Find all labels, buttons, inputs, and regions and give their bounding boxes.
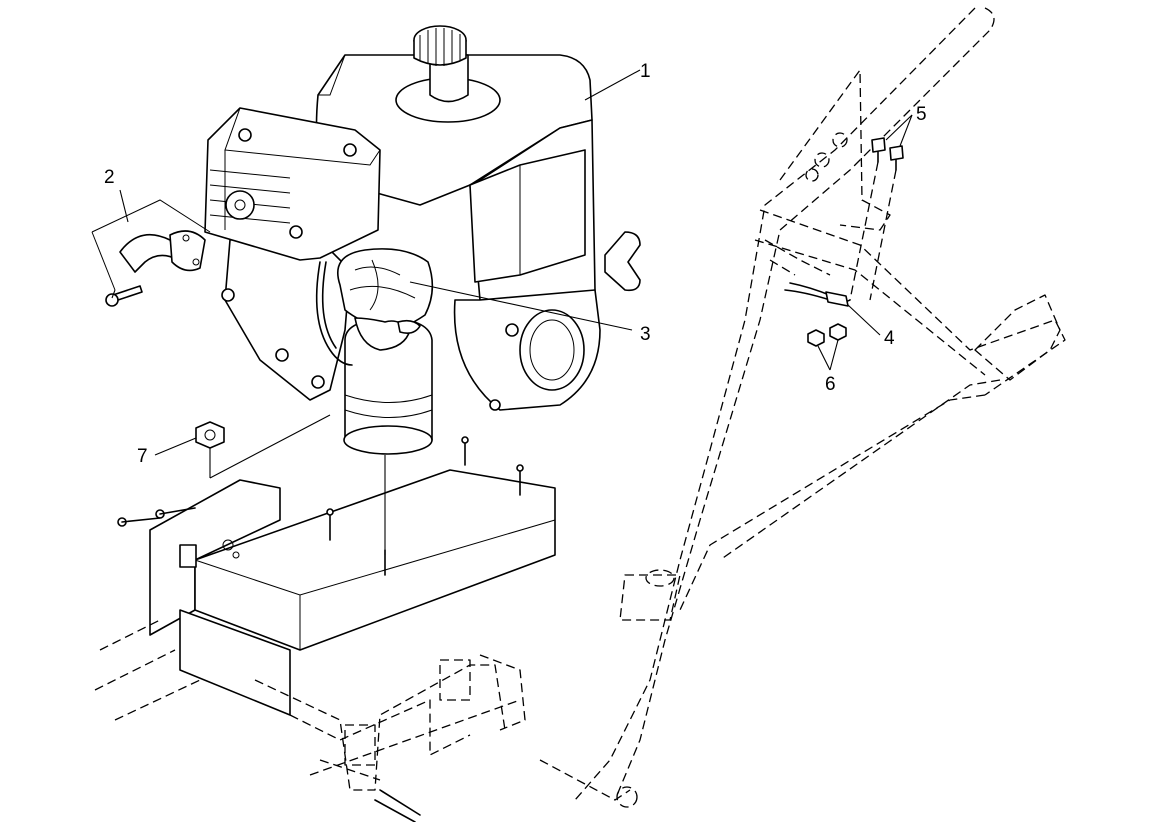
- callout-4: 4: [884, 328, 895, 349]
- wire-clamp: [784, 282, 851, 307]
- flange-nuts: [807, 323, 847, 347]
- callout-6: 6: [825, 374, 836, 395]
- screws: [849, 137, 904, 301]
- callout-3: 3: [640, 324, 651, 345]
- engine: [204, 25, 641, 455]
- callout-7: 7: [137, 446, 148, 467]
- handle-bar: [539, 7, 1066, 808]
- intake-elbow: [91, 199, 211, 307]
- leader-lines: [111, 69, 913, 555]
- hex-nut: [195, 421, 225, 449]
- protective-bag: [337, 248, 434, 351]
- callout-2: 2: [104, 167, 115, 188]
- chassis-frame: [94, 436, 556, 822]
- callout-1: 1: [640, 61, 651, 82]
- callout-5: 5: [916, 104, 927, 125]
